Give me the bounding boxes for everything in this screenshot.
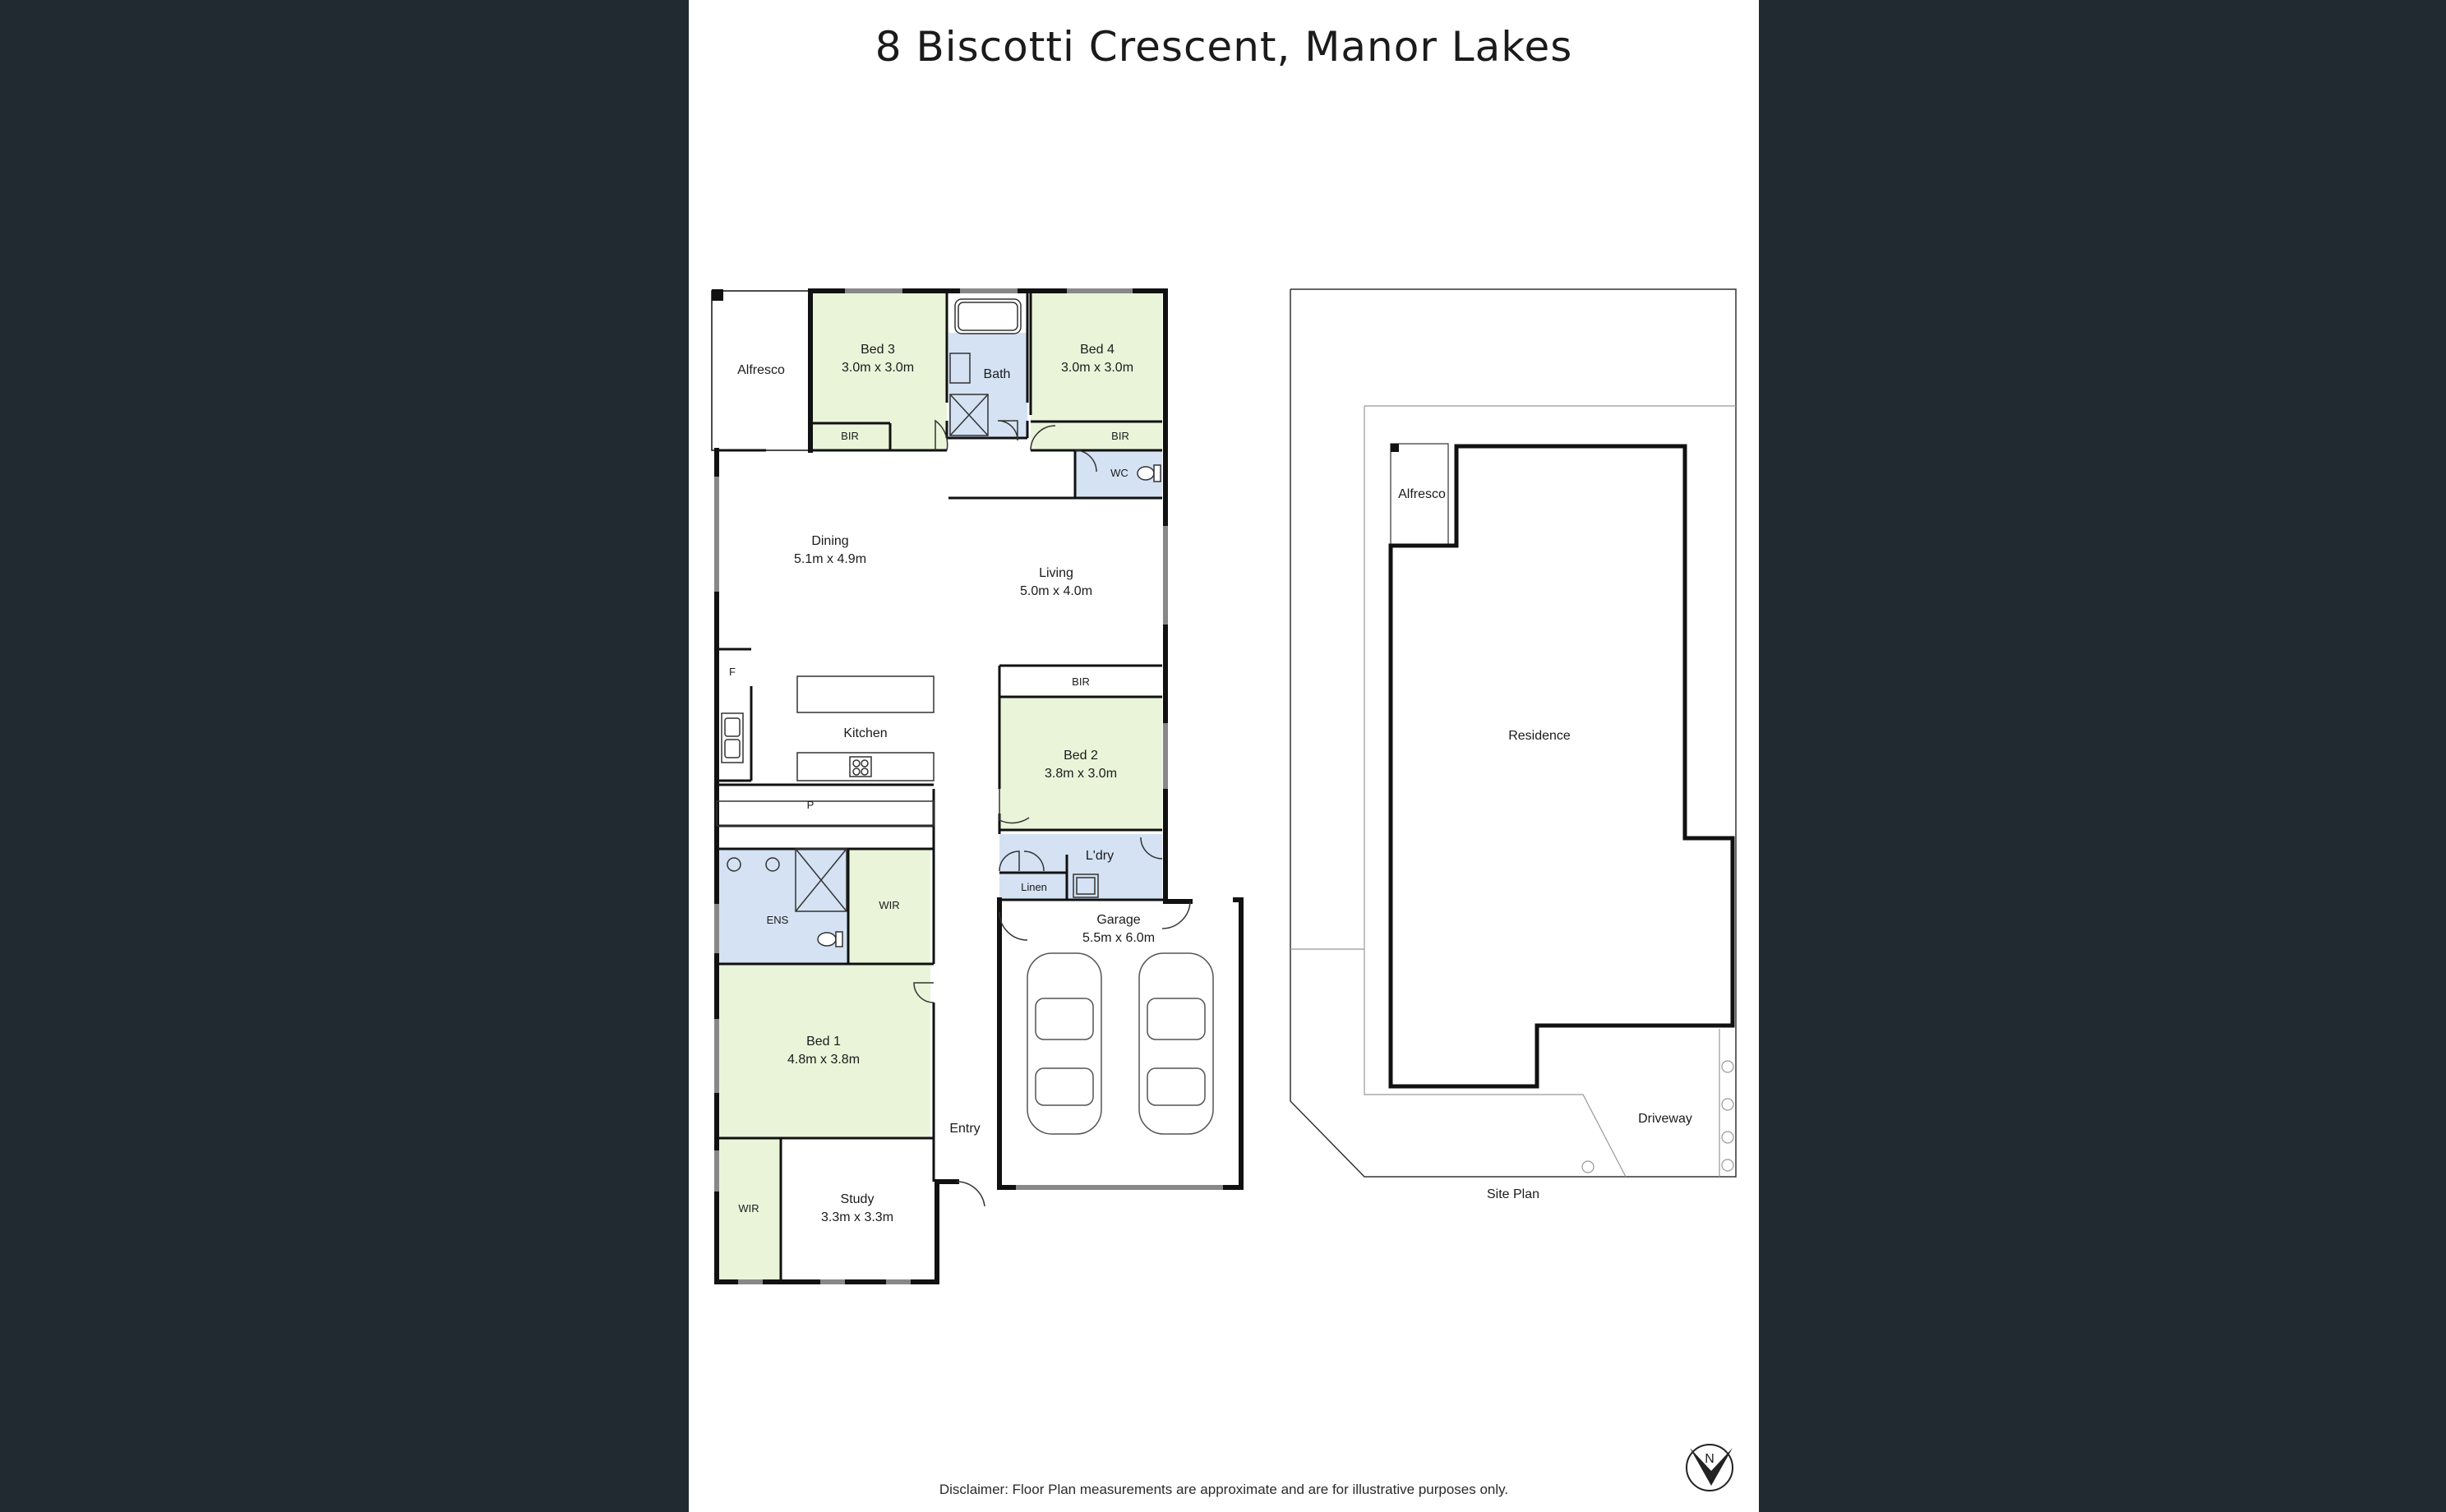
site-alfresco-label: Alfresco bbox=[1398, 487, 1446, 501]
door-swings bbox=[913, 419, 1191, 1207]
driveway-markers bbox=[1581, 1060, 1734, 1173]
wir-study-fill bbox=[717, 1138, 781, 1279]
fridge-label: F bbox=[729, 666, 736, 678]
bed1-size: 4.8m x 3.8m bbox=[787, 1053, 860, 1067]
laundry-label: L'dry bbox=[1086, 849, 1114, 863]
floor-plan-drawing: Alfresco Bed 3 3.0m x 3.0m Bath Bed 4 3.… bbox=[711, 288, 1737, 1491]
floor-plan-sheet: 8 Biscotti Crescent, Manor Lakes bbox=[689, 0, 1759, 1512]
garage-label: Garage bbox=[1096, 913, 1140, 927]
residence-footprint bbox=[1388, 444, 1735, 1089]
garage-cars bbox=[1027, 952, 1214, 1135]
wc-toilet bbox=[1137, 464, 1161, 482]
bed2-fill bbox=[999, 697, 1162, 830]
bed4-size: 3.0m x 3.0m bbox=[1061, 361, 1133, 375]
compass-label: N bbox=[1705, 1452, 1715, 1466]
kitchen-island bbox=[796, 675, 935, 713]
site-plan: Alfresco Residence Driveway Site Plan bbox=[1290, 288, 1737, 1201]
dining-size: 5.1m x 4.9m bbox=[794, 552, 866, 566]
site-boundary bbox=[1290, 288, 1737, 1178]
bath-label: Bath bbox=[984, 367, 1011, 381]
bathtub bbox=[954, 298, 1022, 334]
room-fills bbox=[717, 293, 1162, 1279]
pantry-label: P bbox=[807, 799, 815, 811]
bir-bed4-label: BIR bbox=[1111, 430, 1129, 442]
car-right bbox=[1138, 952, 1214, 1135]
entry-label: Entry bbox=[949, 1122, 980, 1136]
kitchen-sink bbox=[721, 712, 744, 763]
bir-bed2-label: BIR bbox=[1072, 675, 1090, 688]
wir-bed1-fill bbox=[848, 849, 930, 964]
bath-shower bbox=[949, 394, 989, 436]
room-labels: Alfresco Bed 3 3.0m x 3.0m Bath Bed 4 3.… bbox=[729, 343, 1155, 1224]
alfresco-label: Alfresco bbox=[737, 363, 785, 377]
laundry-tub bbox=[1073, 874, 1099, 898]
laundry-fixtures bbox=[1073, 874, 1099, 898]
alfresco-post bbox=[712, 289, 723, 301]
bed3-size: 3.0m x 3.0m bbox=[842, 361, 914, 375]
kitchen-label: Kitchen bbox=[843, 726, 887, 740]
bed4-fill bbox=[1031, 293, 1162, 450]
page-title: 8 Biscotti Crescent, Manor Lakes bbox=[875, 23, 1573, 71]
bath-fixtures bbox=[949, 298, 1022, 436]
study-size: 3.3m x 3.3m bbox=[821, 1210, 893, 1224]
living-size: 5.0m x 4.0m bbox=[1020, 584, 1092, 598]
driveway-label: Driveway bbox=[1638, 1112, 1692, 1126]
bed1-fill bbox=[717, 964, 930, 1138]
wir-bed1-label: WIR bbox=[879, 899, 899, 911]
wall-garage-east bbox=[1233, 897, 1244, 1190]
ensuite-label: ENS bbox=[767, 914, 789, 926]
disclaimer-text: Disclaimer: Floor Plan measurements are … bbox=[939, 1482, 1509, 1497]
laundry-fill bbox=[999, 834, 1162, 900]
study-label: Study bbox=[841, 1192, 875, 1206]
ensuite-fixtures bbox=[727, 848, 847, 947]
bed3-label: Bed 3 bbox=[861, 343, 895, 357]
bir-bed3-label: BIR bbox=[841, 430, 859, 442]
kitchen-bench bbox=[796, 752, 935, 781]
living-label: Living bbox=[1039, 566, 1073, 580]
dining-label: Dining bbox=[811, 534, 848, 548]
site-plan-label: Site Plan bbox=[1487, 1187, 1539, 1201]
car-left bbox=[1027, 952, 1102, 1135]
garage-size: 5.5m x 6.0m bbox=[1082, 931, 1155, 945]
kitchen-fittings bbox=[716, 675, 935, 827]
north-arrow-icon: N bbox=[1686, 1444, 1733, 1491]
residence-label: Residence bbox=[1508, 729, 1571, 743]
bathtub-inner bbox=[958, 302, 1018, 331]
bed2-size: 3.8m x 3.0m bbox=[1045, 767, 1117, 781]
ensuite-shower bbox=[795, 848, 847, 912]
windows bbox=[714, 288, 1223, 1284]
wir-study-label: WIR bbox=[738, 1202, 759, 1215]
wall-garage-north bbox=[1163, 897, 1193, 904]
wall-west-south bbox=[714, 448, 959, 1284]
linen-label: Linen bbox=[1021, 881, 1047, 893]
pantry-bench bbox=[716, 800, 935, 827]
ensuite-fill bbox=[717, 849, 848, 964]
bed1-label: Bed 1 bbox=[806, 1035, 841, 1049]
bath-vanity bbox=[949, 353, 971, 384]
cooktop bbox=[849, 756, 872, 777]
wc-label: WC bbox=[1110, 467, 1128, 479]
bed4-label: Bed 4 bbox=[1080, 343, 1115, 357]
bed2-label: Bed 2 bbox=[1064, 749, 1098, 763]
